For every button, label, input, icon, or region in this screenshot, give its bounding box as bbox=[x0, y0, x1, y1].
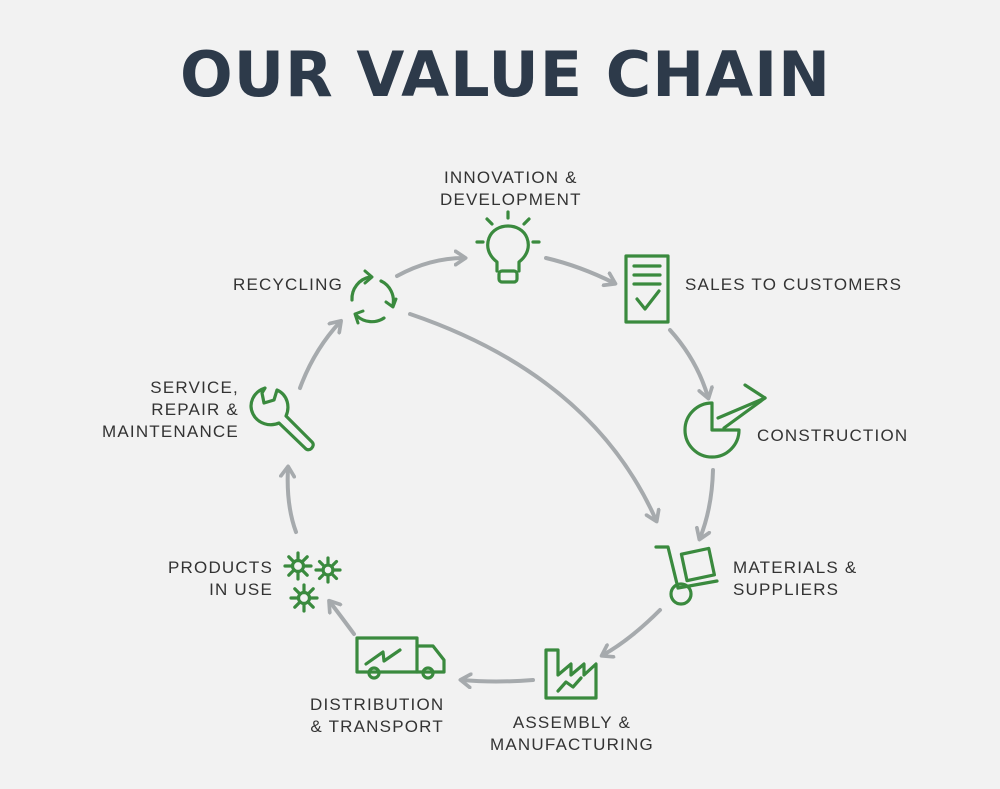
stage-label-construction: CONSTRUCTION bbox=[757, 426, 909, 445]
stage-label-innovation: INNOVATION &DEVELOPMENT bbox=[440, 168, 582, 209]
pie-pencil-icon bbox=[683, 383, 767, 459]
gear-icon bbox=[283, 551, 313, 581]
arrow-construction-to-materials bbox=[700, 468, 715, 538]
arrow-recycling-to-innovation bbox=[395, 258, 464, 278]
stage-label-recycling: RECYCLING bbox=[233, 275, 343, 294]
gear-icon bbox=[314, 556, 342, 584]
arrow-materials-to-assembly bbox=[603, 608, 662, 655]
truck-icon bbox=[355, 636, 446, 680]
gear-icon bbox=[289, 583, 319, 613]
stage-label-service: SERVICE,REPAIR &MAINTENANCE bbox=[102, 378, 239, 441]
arrow-service-to-recycling bbox=[298, 322, 340, 390]
arrow-products-to-service bbox=[288, 468, 298, 534]
stage-label-distribution: DISTRIBUTION& TRANSPORT bbox=[310, 695, 445, 736]
wrench-icon bbox=[249, 386, 315, 452]
stage-label-sales: SALES TO CUSTOMERS bbox=[685, 275, 903, 294]
lightbulb-icon bbox=[475, 210, 541, 284]
arrow-innovation-to-sales bbox=[544, 256, 614, 283]
arrow-distribution-to-products bbox=[330, 602, 356, 636]
arrow-sales-to-construction bbox=[668, 328, 708, 397]
factory-icon bbox=[544, 648, 598, 700]
hand-truck-icon bbox=[654, 545, 719, 606]
stage-label-assembly: ASSEMBLY &MANUFACTURING bbox=[490, 713, 654, 754]
document-check-icon bbox=[624, 254, 670, 324]
gears-icon bbox=[283, 551, 342, 613]
arrow-recycling-to-materials bbox=[408, 312, 656, 520]
stage-label-materials: MATERIALS &SUPPLIERS bbox=[733, 558, 858, 599]
page-title: OUR VALUE CHAIN bbox=[180, 38, 832, 111]
arrow-assembly-to-distribution bbox=[462, 680, 535, 682]
recycle-icon bbox=[350, 269, 398, 325]
